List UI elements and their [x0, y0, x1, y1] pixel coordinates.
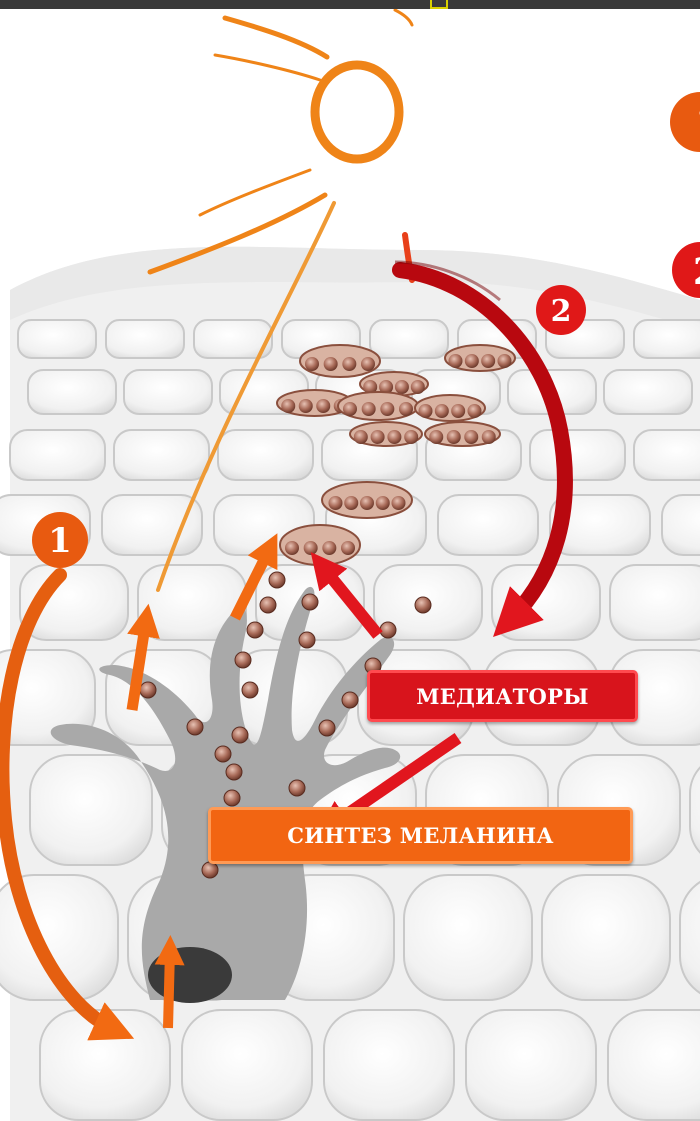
melanin-granule: [302, 594, 318, 610]
keratinocyte: [634, 320, 700, 358]
melanin-granule: [319, 720, 335, 736]
keratinocyte: [610, 565, 700, 640]
melanin-granule: [299, 632, 315, 648]
melanosome-capsule: [322, 482, 412, 518]
keratinocyte: [106, 320, 184, 358]
keratinocyte: [438, 495, 538, 555]
keratinocyte: [604, 370, 692, 414]
melanosome-capsule: [350, 422, 422, 446]
melanin-granule: [247, 622, 263, 638]
melanin-granule: [269, 572, 285, 588]
keratinocyte: [124, 370, 212, 414]
keratinocyte: [324, 1010, 454, 1120]
melanin-granule: [187, 719, 203, 735]
step1-badge: 1: [32, 512, 88, 568]
keratinocyte: [662, 495, 700, 555]
step2-number-cropped: 2: [693, 251, 700, 293]
top-bar: [0, 0, 700, 9]
melanin-synthesis-text: СИНТЕЗ МЕЛАНИНА: [287, 823, 554, 848]
step2-number: 2: [551, 294, 572, 329]
keratinocyte: [634, 430, 700, 480]
keratinocyte: [182, 1010, 312, 1120]
melanin-granule: [226, 764, 242, 780]
keratinocyte: [370, 320, 448, 358]
melanosome-capsule: [445, 345, 515, 371]
mediators-text: МЕДИАТОРЫ: [416, 684, 589, 709]
keratinocyte: [542, 875, 670, 1000]
keratinocyte: [404, 875, 532, 1000]
melanin-synthesis-label: СИНТЕЗ МЕЛАНИНА: [208, 807, 633, 864]
melanin-granule: [289, 780, 305, 796]
melanin-granule: [224, 790, 240, 806]
melanin-granule: [260, 597, 276, 613]
melanin-granule: [415, 597, 431, 613]
melanosome-capsule: [338, 392, 418, 420]
melanin-granule: [242, 682, 258, 698]
melanosome-capsule: [280, 525, 360, 565]
melanosome-capsule: [425, 422, 500, 446]
melanin-granule: [215, 746, 231, 762]
melanin-granule: [202, 862, 218, 878]
step1-badge-cropped: 1: [670, 92, 700, 152]
keratinocyte: [466, 1010, 596, 1120]
top-bar-mark: [430, 0, 448, 9]
step1-number-cropped: 1: [695, 100, 700, 145]
melanosome-capsule: [300, 345, 380, 377]
mediators-label: МЕДИАТОРЫ: [367, 670, 638, 722]
melanin-granule: [140, 682, 156, 698]
step1-number: 1: [48, 521, 72, 561]
keratinocyte: [28, 370, 116, 414]
keratinocyte: [530, 430, 625, 480]
step2-badge-cropped: 2: [672, 242, 700, 298]
keratinocyte: [102, 495, 202, 555]
keratinocyte: [608, 1010, 700, 1120]
melanin-granule: [380, 622, 396, 638]
melanin-granule: [342, 692, 358, 708]
keratinocyte: [114, 430, 209, 480]
keratinocyte: [30, 755, 152, 865]
keratinocyte: [10, 430, 105, 480]
keratinocyte: [18, 320, 96, 358]
step2-badge: 2: [536, 285, 586, 335]
melanin-granule: [235, 652, 251, 668]
melanosome-capsule: [415, 395, 485, 421]
keratinocyte: [218, 430, 313, 480]
melanin-granule: [232, 727, 248, 743]
